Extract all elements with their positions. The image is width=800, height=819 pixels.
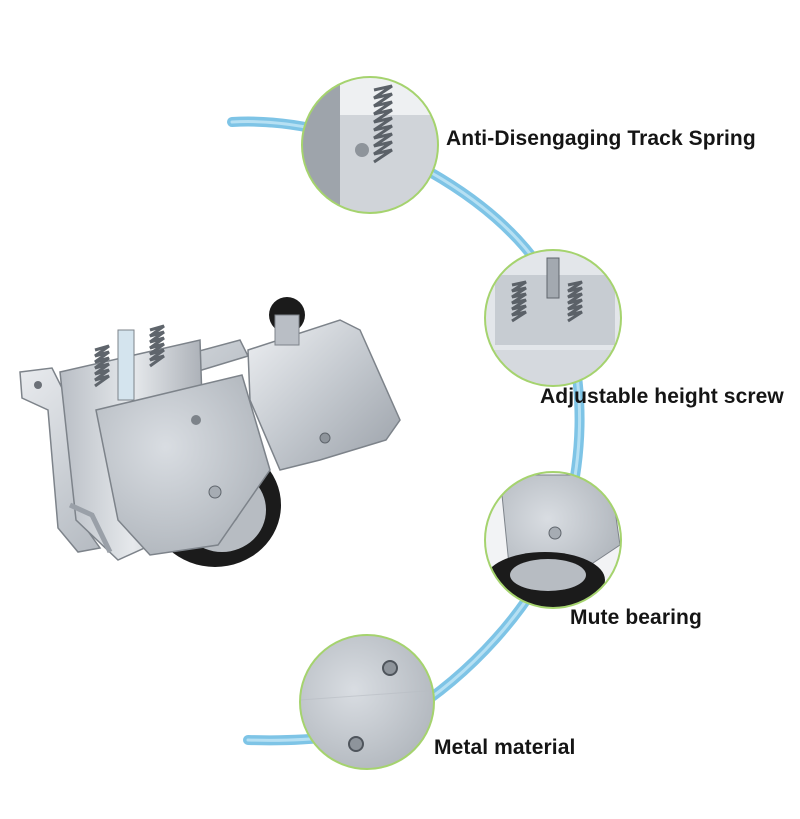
metal-plate-detail-icon bbox=[299, 634, 435, 770]
callout-label-metal-material: Metal material bbox=[434, 736, 576, 759]
spring-detail-icon bbox=[301, 76, 439, 214]
callout-label-height-screw: Adjustable height screw bbox=[540, 385, 784, 408]
screw-detail-icon bbox=[484, 249, 622, 387]
callout-label-track-spring: Anti-Disengaging Track Spring bbox=[446, 127, 756, 150]
callout-label-mute-bearing: Mute bearing bbox=[570, 606, 702, 629]
bearing-detail-icon bbox=[484, 471, 622, 609]
sliding-door-roller-product bbox=[19, 297, 401, 567]
